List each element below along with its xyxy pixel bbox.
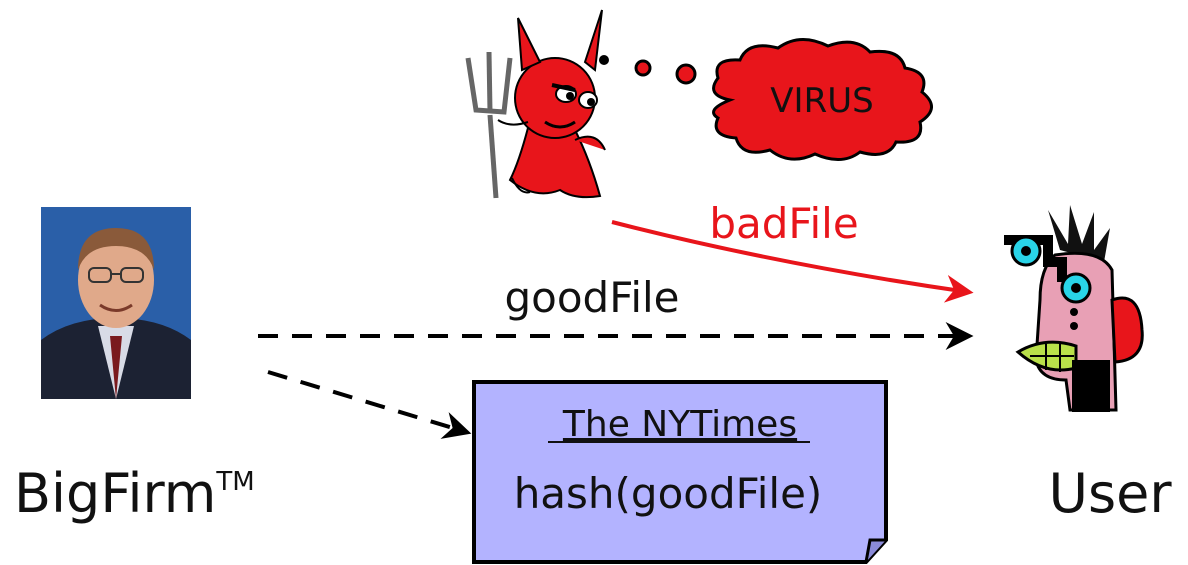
nytimes-note: The NYTimes hash(goodFile) <box>472 380 888 564</box>
bigfirm-portrait <box>41 207 191 399</box>
trademark-mark: TM <box>215 467 254 497</box>
devil-attacker <box>465 9 606 199</box>
bad-file-label: badFile <box>709 199 858 248</box>
bigfirm-label: BigFirmTM <box>14 462 255 525</box>
virus-label: VIRUS <box>770 81 873 121</box>
virus-thought-cloud: VIRUS <box>712 38 933 161</box>
user-label: User <box>1048 462 1172 525</box>
publish-hash-arrow <box>267 370 472 439</box>
good-file-label: goodFile <box>505 273 680 322</box>
bad-file-arrow <box>611 220 974 303</box>
bigfirm-name: BigFirm <box>14 462 216 525</box>
hash-content: hash(goodFile) <box>514 469 823 518</box>
thought-dots <box>599 55 697 85</box>
nytimes-title: The NYTimes <box>562 404 797 445</box>
user-character <box>1004 205 1144 412</box>
